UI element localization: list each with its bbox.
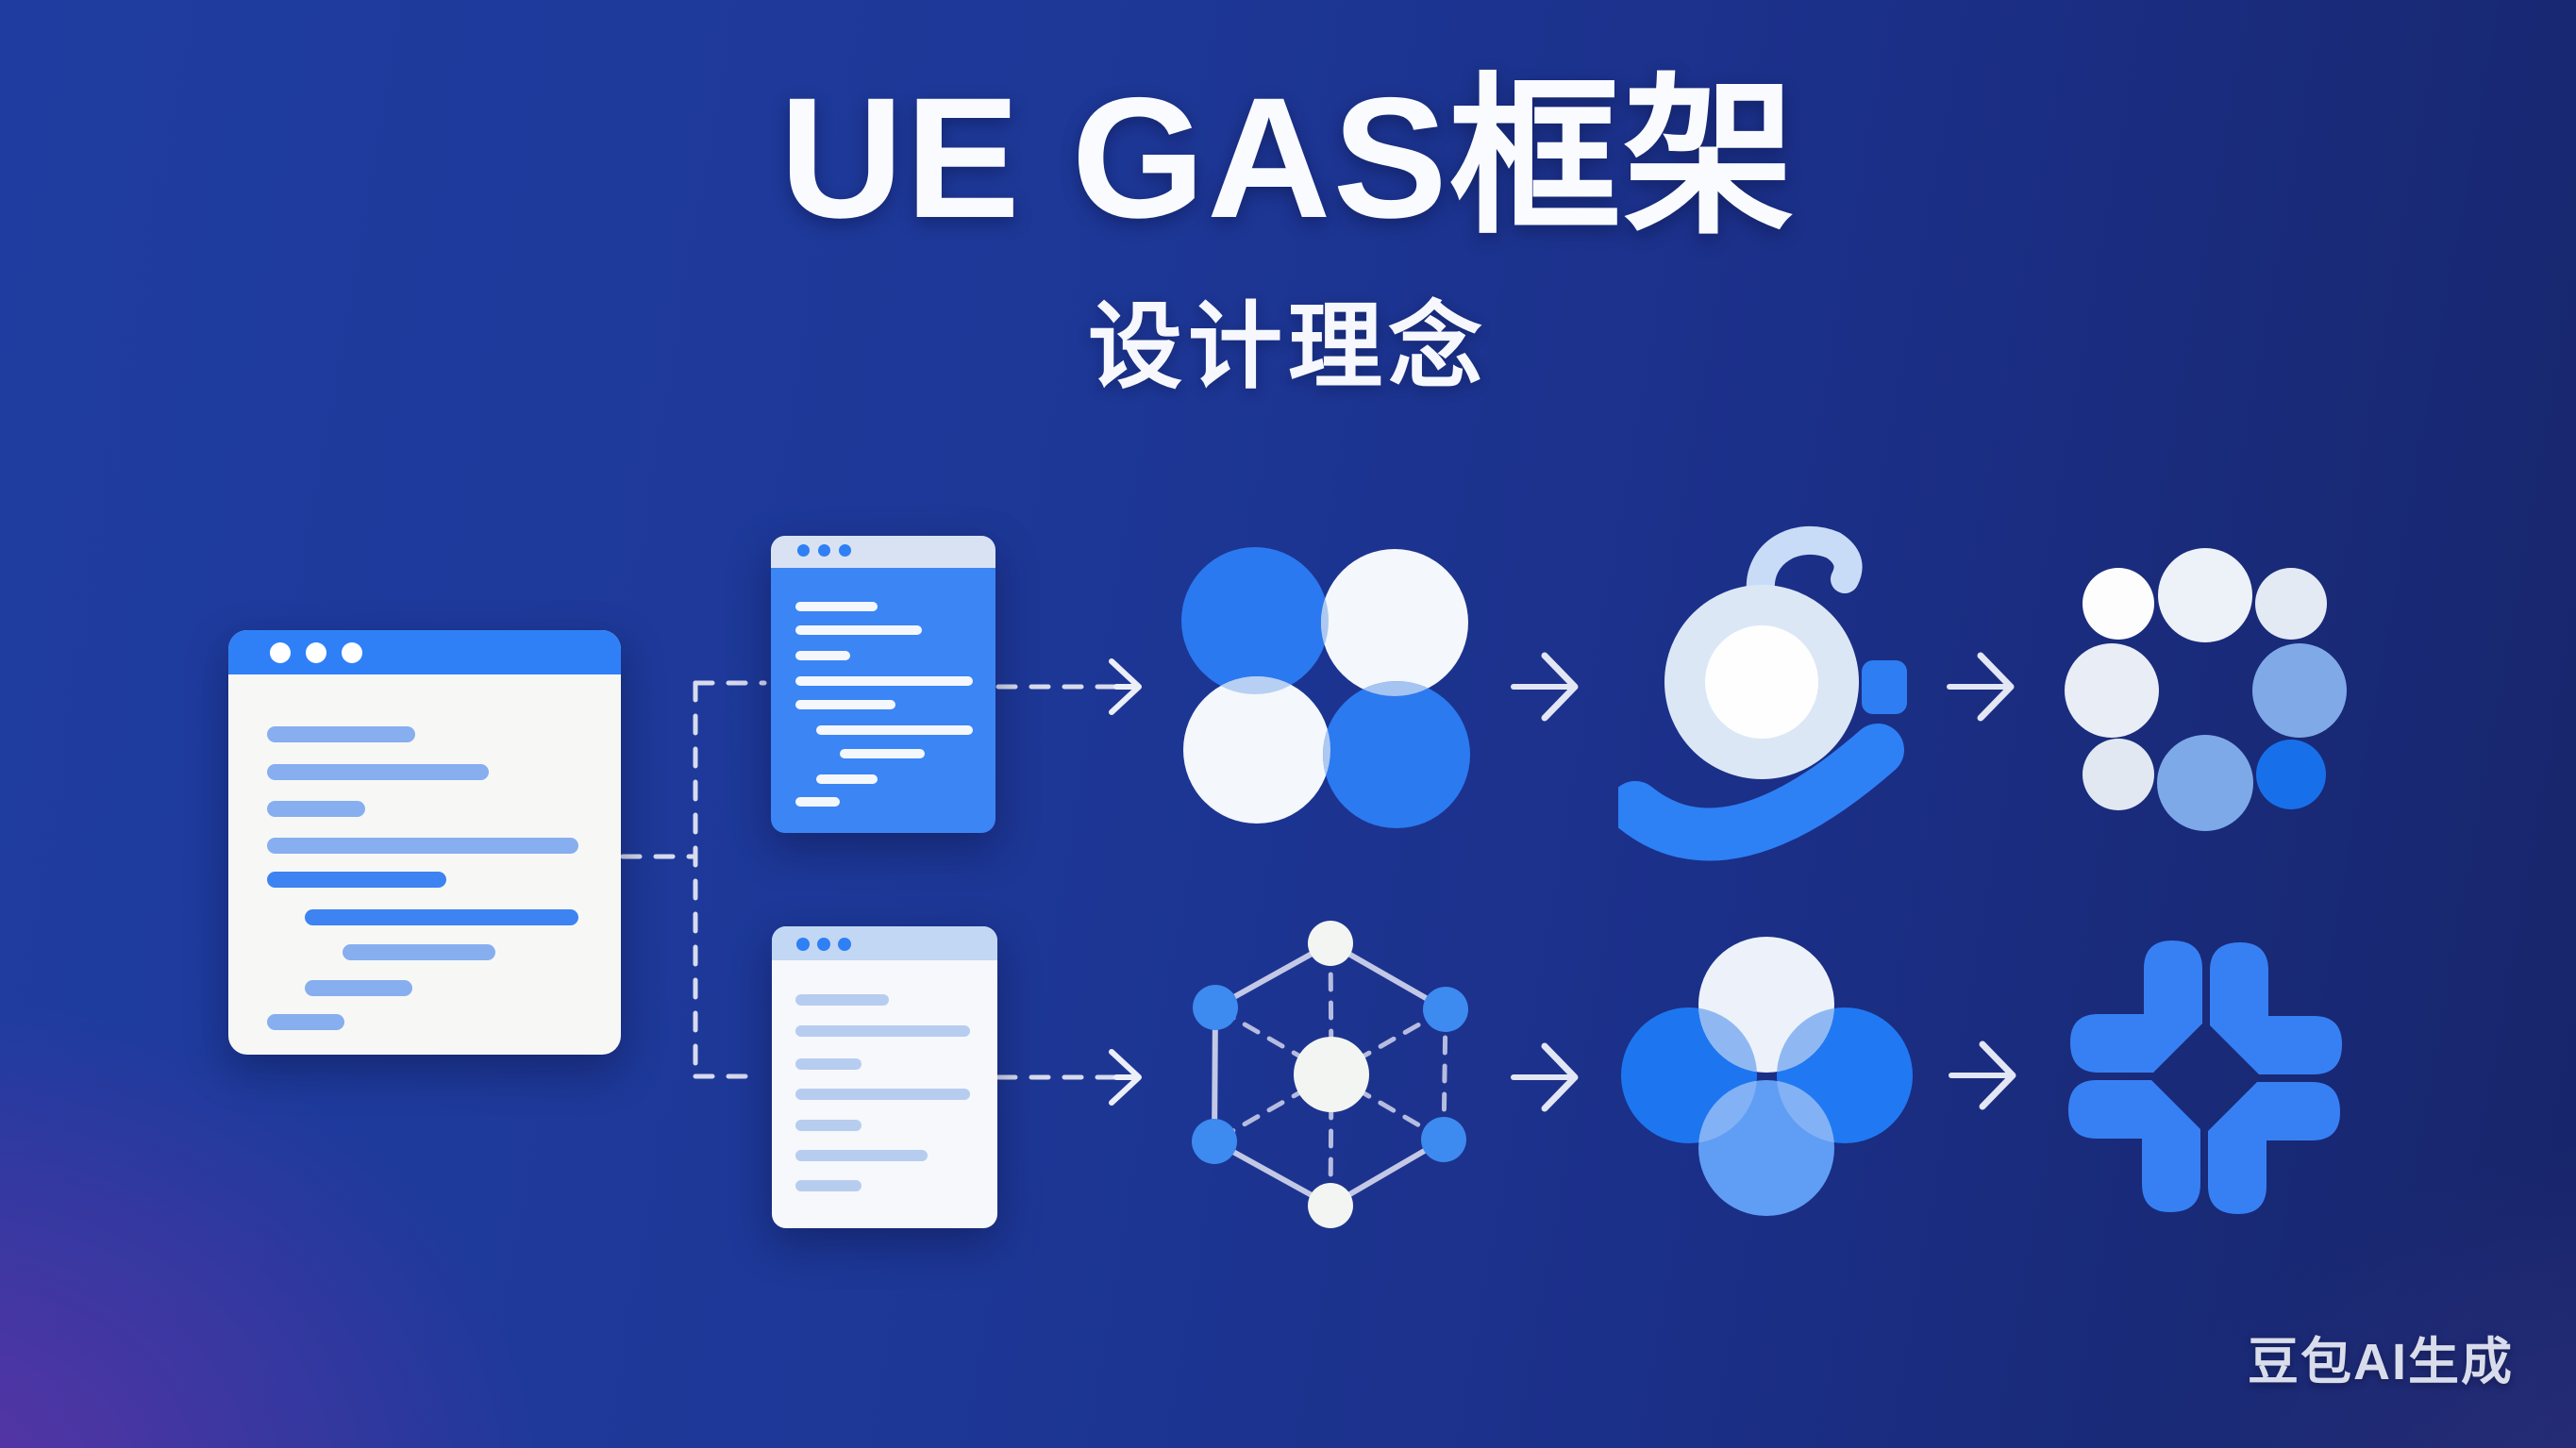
code-window-blue-card	[771, 536, 995, 833]
card-body	[228, 630, 621, 1055]
skeleton-code-line	[267, 764, 489, 780]
window-control-dot	[818, 544, 830, 557]
venn-circles-icon	[1181, 547, 1470, 828]
page-title: UE GAS框架	[779, 61, 1797, 254]
skeleton-code-line	[795, 1089, 970, 1100]
skeleton-code-line	[795, 797, 840, 807]
skeleton-code-line	[267, 726, 415, 742]
card-body	[771, 536, 995, 833]
arrow-right-icon	[1949, 1040, 2016, 1110]
arrow-right-icon	[1511, 1042, 1579, 1112]
skeleton-code-line	[795, 1180, 861, 1191]
source-window-card	[228, 630, 621, 1055]
skeleton-code-line	[795, 602, 878, 611]
branch-dashed-lines	[620, 680, 1122, 1080]
skeleton-code-line	[305, 909, 578, 925]
skeleton-code-line	[816, 725, 973, 735]
corner-cross-icon	[2068, 940, 2342, 1214]
skeleton-code-line	[795, 994, 889, 1006]
skeleton-code-line	[795, 676, 973, 686]
skeleton-code-line	[840, 749, 925, 758]
window-control-dot	[817, 938, 830, 951]
arrow-right-icon	[1511, 652, 1579, 722]
watermark: 豆包AI生成	[2248, 1334, 2514, 1390]
window-control-dot	[796, 938, 810, 951]
card-body	[772, 926, 997, 1228]
skeleton-code-line	[267, 838, 578, 854]
quatrefoil-icon	[1621, 937, 1913, 1216]
window-control-dot	[306, 642, 326, 663]
window-titlebar	[772, 926, 997, 960]
skeleton-code-line	[267, 872, 446, 888]
skeleton-code-line	[816, 774, 878, 784]
window-control-dot	[342, 642, 362, 663]
flow-arrows	[1511, 652, 2016, 1112]
hex-network-icon	[1192, 921, 1468, 1228]
arrow-right-icon	[1947, 652, 2015, 722]
code-window-white-card	[772, 926, 997, 1228]
dashed-arrowheads	[1109, 658, 1142, 1106]
page-subtitle: 设计理念	[1088, 294, 1488, 400]
window-titlebar	[771, 536, 995, 568]
swirl-ring-icon	[1618, 526, 1907, 861]
skeleton-code-line	[795, 625, 922, 635]
window-titlebar	[228, 630, 621, 674]
skeleton-code-line	[795, 1025, 970, 1037]
skeleton-code-line	[795, 1058, 861, 1070]
skeleton-code-line	[343, 944, 495, 960]
skeleton-code-line	[795, 651, 850, 660]
skeleton-code-line	[305, 980, 412, 996]
window-control-dot	[797, 544, 810, 557]
skeleton-code-line	[795, 1150, 928, 1161]
window-control-dot	[838, 938, 851, 951]
skeleton-code-line	[795, 700, 895, 709]
skeleton-code-line	[267, 801, 365, 817]
dot-ring-icon	[2065, 548, 2347, 831]
window-control-dot	[839, 544, 851, 557]
window-control-dot	[270, 642, 291, 663]
skeleton-code-line	[795, 1120, 861, 1131]
skeleton-code-line	[267, 1014, 344, 1030]
